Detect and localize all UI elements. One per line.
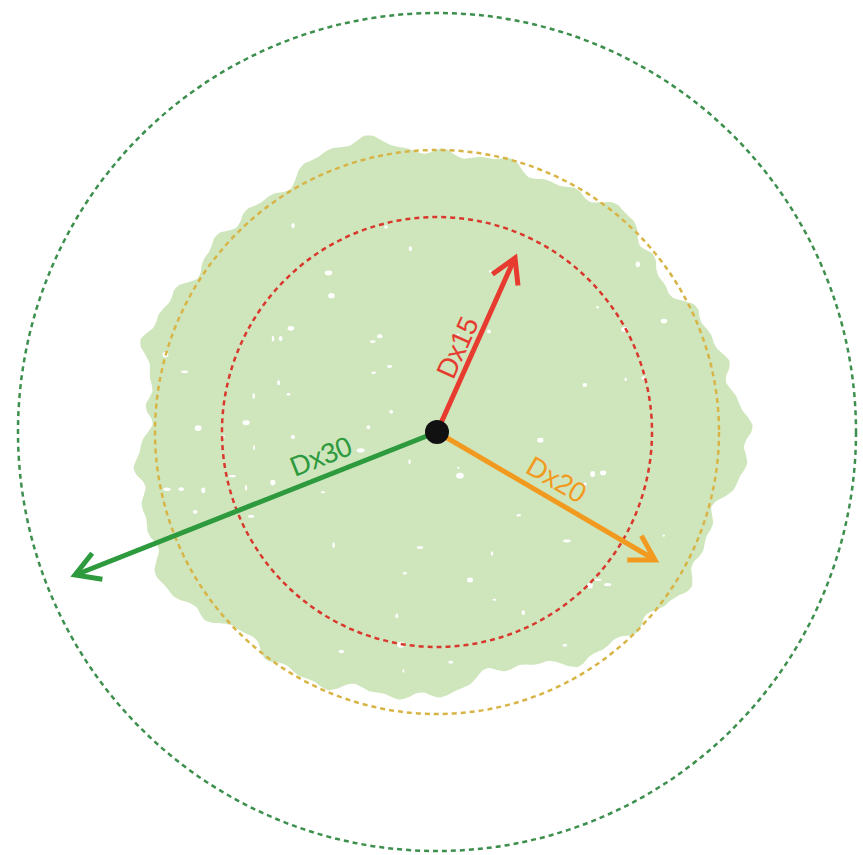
canopy-gap [408,459,410,464]
canopy-gap [193,510,198,514]
canopy-gap [604,583,611,586]
canopy-gap [387,365,392,368]
radius-circle-15 [222,217,652,647]
canopy-gap [636,261,640,267]
canopy-gap [195,425,202,431]
canopy-gap [590,471,595,477]
canopy-gap [491,551,493,555]
canopy-gap [594,579,601,581]
canopy-gap [245,485,247,491]
canopy-gap [252,393,255,399]
trunk-dot [425,420,449,444]
canopy-gap [403,572,407,575]
canopy-gap [563,540,571,543]
canopy-gap [516,514,521,516]
canopy-gap [288,326,295,331]
canopy-gap [291,435,295,439]
canopy-gap [242,420,249,425]
canopy-gap [489,270,492,273]
canopy-gap [448,661,453,664]
canopy-gap [248,515,254,518]
canopy-gaps [163,223,668,673]
canopy-gap [402,669,404,672]
canopy-gap [522,610,525,615]
canopy-gap [253,445,255,450]
canopy-gap [582,383,587,387]
canopy-gap [287,393,291,396]
radius-label-15: Dx15 [432,313,483,382]
canopy-gap [456,473,464,479]
canopy-gap [662,535,664,537]
canopy-gap [229,475,236,477]
canopy-gap [321,491,325,493]
canopy-gap [272,336,275,342]
canopy-gap [201,488,205,494]
canopy-gap [325,271,332,276]
arrow-head [75,553,102,579]
canopy-gap [328,293,335,298]
canopy-gap [163,487,170,491]
canopy-gap [279,336,283,341]
canopy-gap [457,467,459,469]
canopy-gap [277,380,280,385]
canopy-gap [487,330,491,334]
canopy-gap [377,334,382,338]
canopy-gap [625,378,627,382]
canopy-gap [339,650,345,654]
canopy-gap [596,306,599,309]
canopy-gap [587,583,593,589]
canopy-gap [384,225,388,228]
canopy-gap [395,613,398,618]
radius-arrow-20 [437,432,652,558]
radius-arrow-30 [79,432,437,574]
canopy-gap [291,223,294,228]
canopy-gap [370,340,376,343]
canopy-gap [270,480,275,486]
canopy-gap [357,448,365,452]
arrow-head [492,258,518,286]
canopy-gap [332,542,334,548]
canopy-gap [661,319,667,324]
canopy-gap [417,546,423,549]
canopy-gap [389,410,393,413]
radius-circle-30 [18,13,856,851]
canopy-gap [181,370,188,373]
canopy-gap [178,487,184,491]
arrow-head [627,536,655,560]
canopy-gap [537,438,543,443]
canopy-gap [493,599,497,601]
radius-label-20: Dx20 [522,452,591,508]
canopy-gap [563,644,568,647]
canopy-gap [600,471,606,476]
radius-label-30: Dx30 [286,432,355,481]
radius-circle-20 [155,150,719,714]
canopy-gap [409,246,412,251]
tree-canopy [134,135,753,699]
canopy-gap [467,577,473,582]
canopy-gap [367,425,371,429]
canopy-gap [371,372,375,374]
